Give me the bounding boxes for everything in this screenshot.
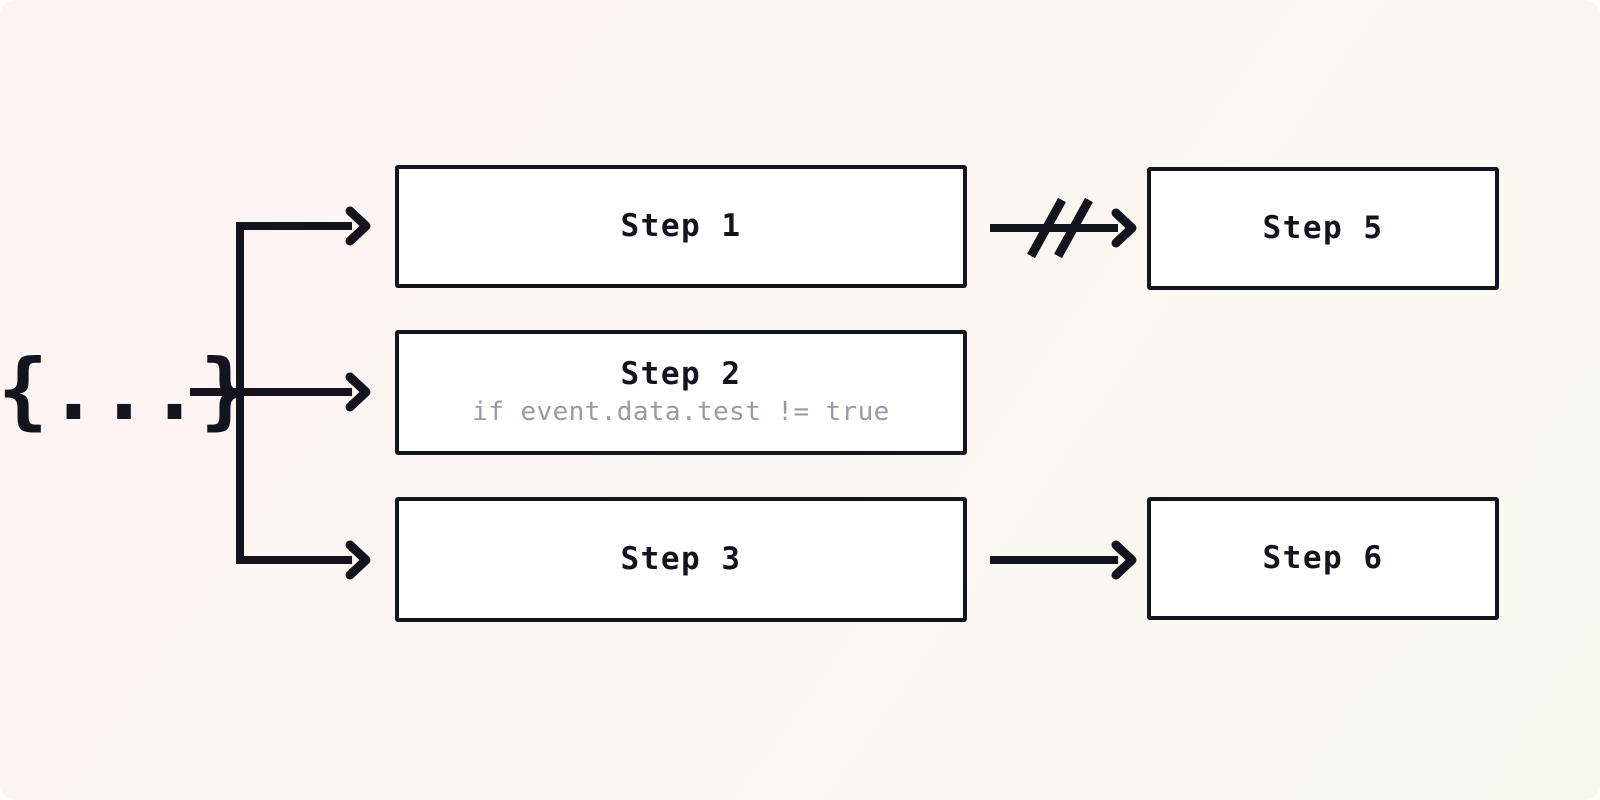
node-step-3[interactable]: Step 3 [395, 497, 967, 622]
node-step-3-title: Step 3 [620, 540, 742, 577]
node-step-2-condition: if event.data.test != true [472, 396, 890, 427]
node-step-5[interactable]: Step 5 [1147, 167, 1499, 290]
edge-step-3-step-6 [990, 545, 1132, 575]
edge-source-step-3 [236, 392, 366, 575]
edge-step-1-step-5 [990, 197, 1132, 259]
severed-edge-slash-marks [1027, 197, 1093, 259]
node-step-6[interactable]: Step 6 [1147, 497, 1499, 620]
node-step-1[interactable]: Step 1 [395, 165, 967, 288]
node-step-6-title: Step 6 [1262, 539, 1384, 576]
node-step-2-title: Step 2 [620, 355, 742, 392]
event-payload-token: {...} [0, 341, 251, 439]
node-step-5-title: Step 5 [1262, 209, 1384, 246]
edge-source-step-1 [236, 211, 366, 392]
node-step-2[interactable]: Step 2 if event.data.test != true [395, 330, 967, 455]
node-step-1-title: Step 1 [620, 207, 742, 244]
